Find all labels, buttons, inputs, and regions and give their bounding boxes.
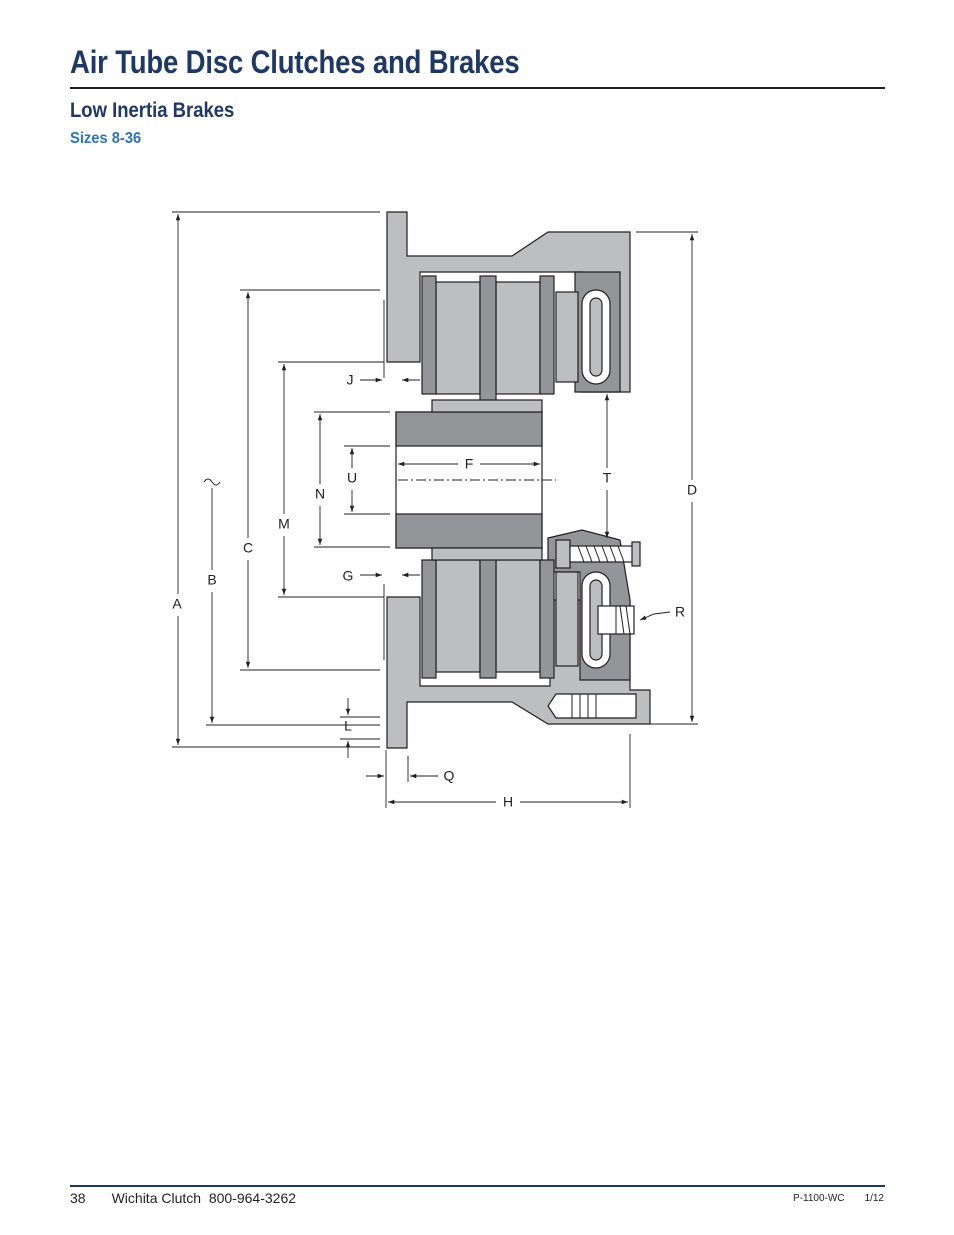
release-spring (569, 545, 635, 563)
mounting-bolt (547, 693, 637, 719)
label-d: D (687, 482, 697, 498)
release-spring-bolt (555, 539, 571, 569)
company-contact: Wichita Clutch 800-964-3262 (111, 1190, 297, 1206)
label-h: H (503, 794, 513, 810)
document-date: 1/12 (864, 1193, 884, 1204)
label-n: N (315, 486, 325, 502)
label-l: L (344, 718, 352, 734)
footer-rule (70, 1185, 885, 1187)
document-code: P-1100-WC (793, 1193, 845, 1204)
reaction-plate-lower (479, 549, 497, 679)
friction-disc-upper-1 (435, 281, 481, 395)
label-c: C (243, 540, 253, 556)
label-t: T (603, 470, 612, 486)
label-q: Q (444, 768, 455, 784)
label-r: R (675, 604, 685, 620)
footer-right: P-1100-WC 1/12 (793, 1193, 884, 1204)
brake-assembly (386, 211, 651, 749)
sizes-label: Sizes 8-36 (70, 130, 142, 147)
friction-disc-lower-2 (495, 559, 541, 673)
page-title: Air Tube Disc Clutches and Brakes (70, 44, 520, 80)
footer-left: 38 Wichita Clutch 800-964-3262 (70, 1190, 296, 1206)
label-g: G (343, 568, 354, 584)
friction-disc-lower-1 (435, 559, 481, 673)
label-j: J (347, 372, 354, 388)
label-b: B (207, 572, 216, 588)
hub-top-band (395, 411, 543, 447)
pressure-plate-lower (555, 571, 579, 667)
label-u: U (347, 470, 357, 486)
pressure-plate-upper (555, 291, 579, 383)
hub-bottom-band (395, 513, 543, 549)
title-rule (70, 87, 885, 89)
label-a: A (172, 596, 182, 612)
dimension-lines (172, 211, 698, 808)
section-title: Low Inertia Brakes (70, 99, 235, 122)
page-number: 38 (70, 1190, 86, 1206)
reaction-plate-upper (479, 275, 497, 405)
label-f: F (465, 456, 474, 472)
label-m: M (278, 516, 290, 532)
dimension-labels: A B C M N U F J G L T D R Q H (172, 372, 697, 810)
friction-disc-upper-2 (495, 281, 541, 395)
